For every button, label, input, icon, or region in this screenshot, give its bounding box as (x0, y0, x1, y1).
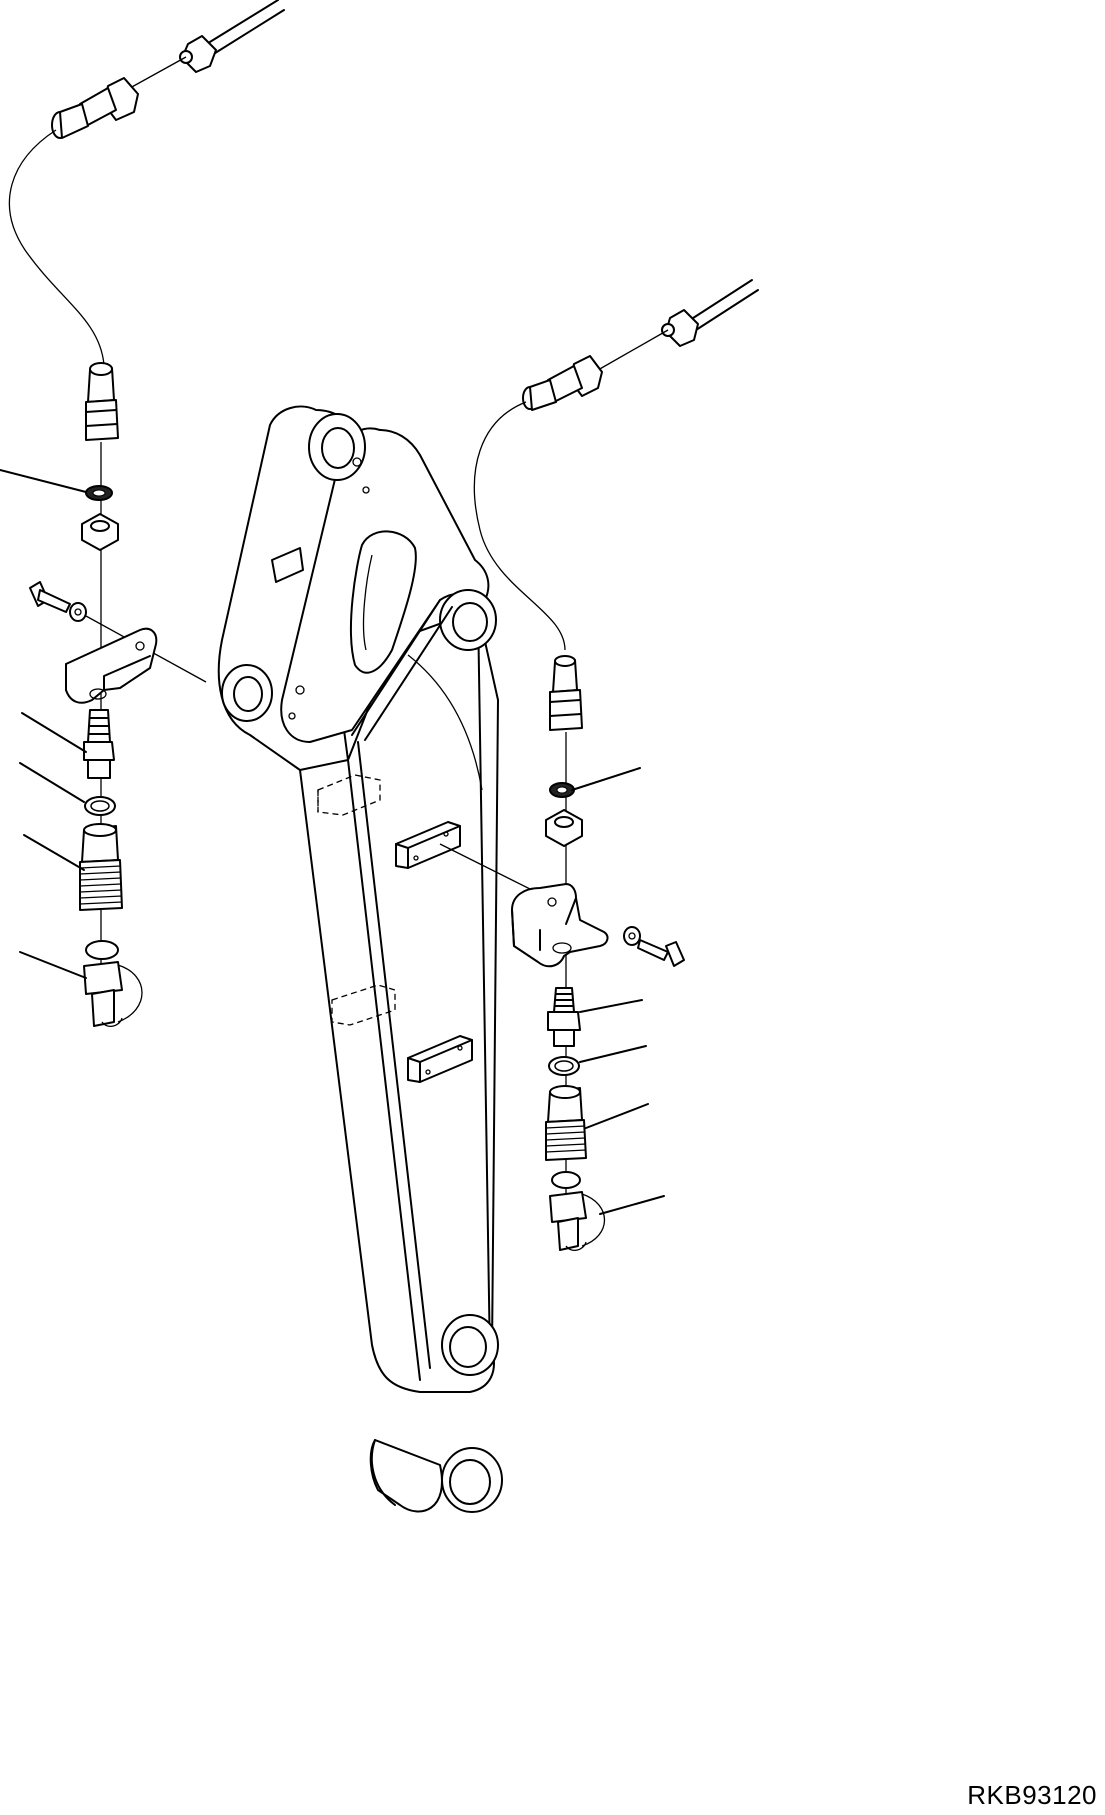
excavator-arm (217, 405, 503, 1513)
right-hose-assembly (439, 279, 759, 1252)
drawing-code: RKB93120 (967, 1780, 1097, 1810)
left-hose-assembly (0, 0, 285, 1028)
